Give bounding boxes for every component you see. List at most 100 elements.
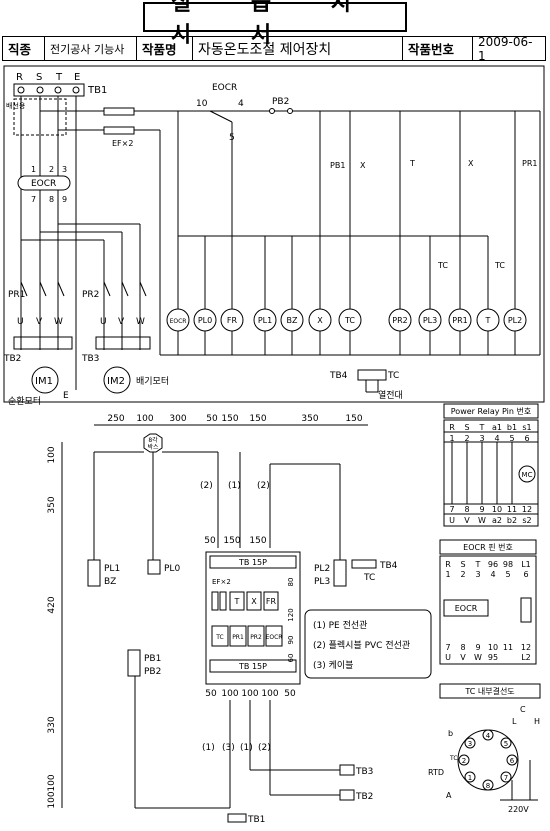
lamp-pl1: PL1 [258, 316, 272, 325]
box-pl1-bz [87, 559, 101, 587]
rp-b2: 9 [479, 505, 484, 514]
ep-t5: L1 [521, 560, 531, 569]
junction-label-2: 박스 [147, 443, 159, 451]
panel-pr1: PR1 [232, 634, 244, 641]
panel-x: X [251, 597, 257, 606]
lamp-pr1: PR1 [452, 316, 467, 325]
tc-pin-6: 6 [510, 757, 515, 765]
pb1-circ-label: PB1 [330, 161, 345, 170]
dim-left-350: 350 [47, 496, 57, 513]
panel-top-label: TB 15P [238, 558, 267, 567]
eocr-pin-title: EOCR 핀 번호 [463, 543, 513, 552]
panel-t: T [234, 597, 240, 606]
rp-l2: W [478, 516, 486, 525]
panel-row1 [229, 591, 279, 611]
panel-fuse-1 [211, 591, 219, 611]
pr1-contact-label: PR1 [522, 159, 537, 168]
box-pl0 [147, 559, 161, 575]
pr1-label: PR1 [8, 290, 25, 300]
conduit-1a: (1) [228, 481, 241, 491]
eocr-pin-7: 7 [31, 195, 36, 204]
dim-top-250: 250 [107, 414, 124, 424]
tc-c: C [520, 705, 526, 714]
x2-contact-label: X [468, 159, 474, 168]
panel-eocr: EOCR [266, 634, 283, 641]
dim-box-80: 80 [287, 578, 295, 587]
tc-pin-8: 8 [486, 782, 490, 790]
rp-t3: a1 [492, 423, 502, 432]
ep-b2: 9 [475, 643, 480, 652]
eocr-contact-4: 4 [238, 99, 244, 109]
panel-row2 [211, 625, 283, 647]
control-panel [205, 551, 301, 685]
rp-t2: T [479, 423, 485, 432]
ep-l1: V [460, 653, 466, 662]
lamp-pr2: PR2 [392, 316, 407, 325]
relay-mc-coil [518, 465, 536, 483]
dim-left-100b: 100 [47, 774, 57, 791]
ep-l2: W [474, 653, 482, 662]
box-pl1-label: PL1 [104, 564, 120, 574]
rp-t5: s1 [522, 423, 531, 432]
page-title: 실 습 지 시 서 [171, 0, 378, 48]
lamp-tc: TC [344, 316, 355, 325]
conduit-3: (3) [222, 743, 235, 753]
motor-im2-name: 배기모터 [136, 376, 169, 387]
ep-b0: 7 [445, 643, 450, 652]
ep-n3: 4 [490, 570, 495, 579]
dim-box-60: 60 [287, 654, 295, 663]
eocr-main [17, 175, 71, 191]
tc-pin-3: 3 [468, 740, 472, 748]
rp-t4: b1 [507, 423, 517, 432]
rp-b3: 10 [492, 505, 502, 514]
ep-n1: 2 [460, 570, 465, 579]
dim-bot-100b: 100 [241, 689, 258, 699]
phase-e: E [74, 72, 80, 83]
rp-b0: 7 [449, 505, 454, 514]
eocr-contact-10: 10 [196, 99, 208, 109]
box-tb3-label: TB3 [355, 767, 373, 777]
rp-n3: 4 [494, 434, 499, 443]
conduit-2c: (2) [258, 743, 271, 753]
dim-bot-50b: 50 [284, 689, 296, 699]
job-label: 직종 [3, 37, 45, 60]
box-pl3-label: PL3 [314, 577, 330, 587]
panel-tb-bottom [209, 659, 297, 673]
eocr-pin-title-box [439, 539, 537, 555]
tb3-label: TB3 [81, 354, 99, 364]
box-tb2-label: TB2 [355, 792, 373, 802]
tc-rtd: RTD [428, 768, 444, 777]
motor-im1 [31, 366, 59, 394]
panel-fuse-2 [219, 591, 227, 611]
lamp-bz: BZ [287, 316, 298, 325]
legend-2: (2) 플렉시블 PVC 전선관 [313, 640, 410, 651]
circuit-frame [3, 65, 545, 403]
tc-wiring-title-box [439, 683, 541, 699]
panel-bottom-label: TB 15P [238, 662, 267, 671]
ep-n4: 5 [505, 570, 510, 579]
rp-b5: 12 [522, 505, 532, 514]
tb2-block [13, 336, 73, 350]
tc-contact-label: TC [437, 261, 448, 270]
work-value: 자동온도조절 제어장치 [193, 37, 403, 60]
lamp-pl0: PL0 [198, 316, 212, 325]
dim-inner-150a: 150 [223, 536, 240, 546]
tc-pin-1: 1 [468, 774, 472, 782]
dim-inner-50: 50 [204, 536, 216, 546]
uvw-v2: V [118, 317, 125, 327]
rp-n5: 6 [524, 434, 529, 443]
fuse-1 [103, 107, 135, 116]
eocr-pin-block [443, 599, 489, 617]
dim-top-350: 350 [301, 414, 318, 424]
rp-l0: U [449, 516, 455, 525]
ep-n2: 3 [475, 570, 480, 579]
conduit-1b: (1) [202, 743, 215, 753]
motor-im2 [103, 366, 131, 394]
dim-inner-150b: 150 [249, 536, 266, 546]
legend-3: (3) 케이블 [313, 660, 353, 671]
rp-l4: b2 [507, 516, 517, 525]
box-pb1-pb2 [127, 649, 141, 677]
num-label: 작품번호 [403, 37, 473, 60]
phase-r: R [16, 72, 23, 83]
